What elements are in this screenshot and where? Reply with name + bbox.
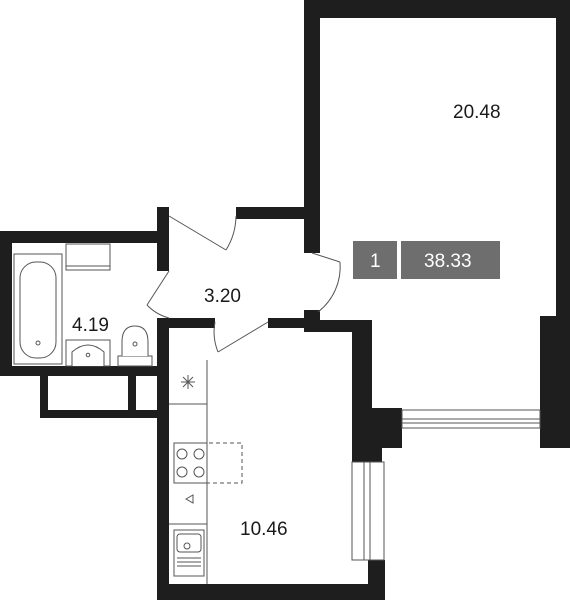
kitchen-left-wall — [157, 318, 169, 600]
rooms-count-box — [353, 241, 397, 279]
kitchen-door-arc — [213, 321, 219, 353]
bathtub — [13, 253, 63, 365]
kitchen-door-leaf — [217, 321, 269, 353]
living-room-bottom-left-post — [352, 320, 372, 416]
apartment-badge: 1 38.33 — [353, 241, 500, 279]
living-room-right-notch — [540, 316, 570, 448]
bathroom-right-wall-top — [157, 231, 169, 271]
living-room-window — [401, 409, 541, 429]
stove — [173, 442, 243, 484]
fridge — [181, 375, 195, 389]
shaft-outer-left — [40, 366, 48, 418]
rooms-count-label: 1 — [370, 251, 381, 272]
living-room-top-wall — [304, 0, 570, 18]
bathroom-door-arc — [146, 304, 170, 319]
kitchen-area-label: 10.46 — [240, 519, 288, 540]
doors — [146, 215, 341, 353]
living-room-door-arc — [317, 261, 341, 313]
sink — [65, 339, 111, 367]
kitchen-right-wall-top — [352, 416, 382, 462]
bathroom-bottom-wall — [0, 366, 169, 376]
hallway-top-wall — [236, 207, 320, 219]
living-room-left-wall — [304, 0, 320, 253]
kitchen-sink — [173, 529, 205, 577]
total-area-box — [401, 241, 500, 279]
bathroom-door-leaf — [146, 270, 170, 306]
entrance-door-arc — [225, 215, 237, 251]
shaft-outer-bottom — [40, 410, 169, 418]
living-room-door-leaf — [311, 252, 341, 263]
kitchen-window — [351, 461, 385, 561]
bathroom-left-wall — [0, 231, 12, 376]
bathroom-area-label: 4.19 — [72, 315, 109, 336]
shaft-divider — [128, 366, 136, 418]
bathroom-top-wall — [0, 231, 169, 243]
hallway-kitchen-wall-right — [268, 318, 320, 328]
washing-machine — [65, 243, 111, 271]
kitchen-bottom-wall — [157, 584, 385, 600]
living-room-area-label: 20.48 — [453, 102, 501, 123]
hallway-kitchen-wall-left — [157, 318, 215, 328]
toilet — [117, 325, 153, 367]
hallway-top-left-stub — [157, 207, 169, 233]
kitchen-right-wall-bottom — [368, 560, 385, 600]
total-area-label: 38.33 — [424, 251, 472, 272]
dishwasher-symbol — [184, 494, 194, 504]
hallway-area-label: 3.20 — [204, 286, 241, 307]
living-room-lower-left-wall — [315, 320, 372, 332]
entrance-door-leaf — [168, 215, 227, 251]
